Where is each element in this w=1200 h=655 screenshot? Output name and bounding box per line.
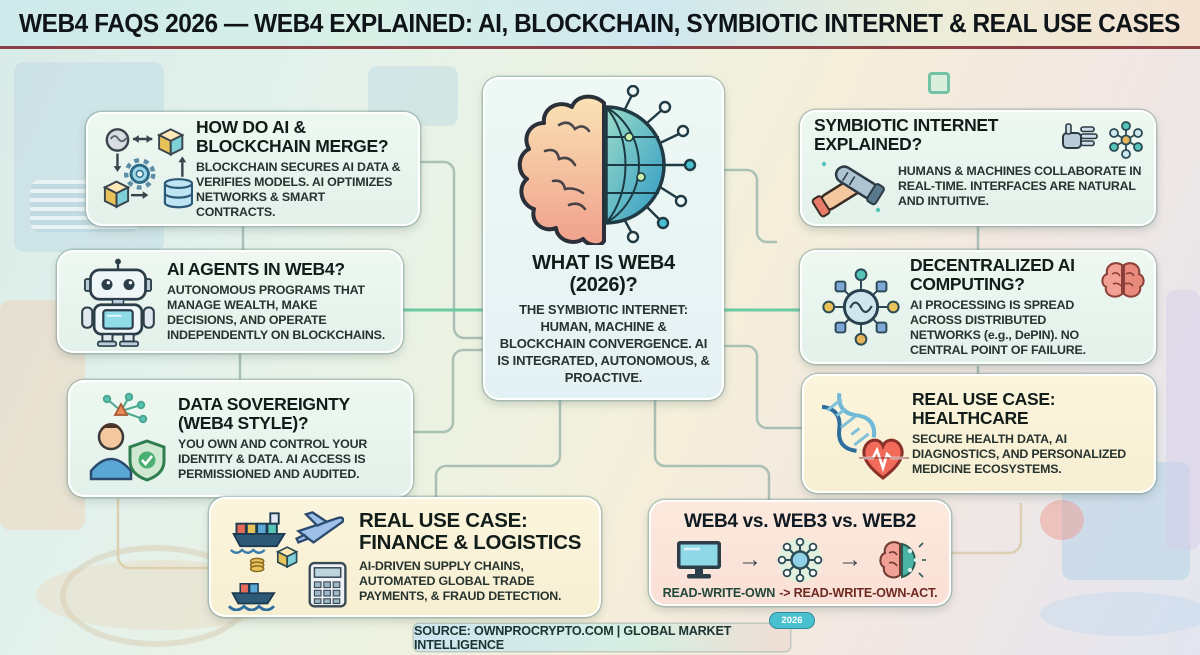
robot-hand-icon	[1062, 123, 1098, 149]
ai-blockchain-merge-icon	[102, 127, 193, 208]
corner-icons	[1060, 120, 1146, 160]
source-bar: SOURCE: OWNPROCRYPTO.COM | GLOBAL MARKET…	[414, 623, 790, 652]
brain-network-icon	[517, 84, 696, 248]
card-data-sovereignty: DATA SOVEREIGNTY (WEB4 STYLE)? YOU OWN A…	[68, 380, 413, 497]
distributed-network-hub-icon	[822, 268, 900, 346]
card-title: REAL USE CASE: FINANCE & LOGISTICS	[359, 508, 582, 555]
card-web4-vs-web3-vs-web2: WEB4 vs. WEB3 vs. WEB2 →	[649, 500, 951, 606]
identity-shield-icon	[89, 392, 166, 482]
page-title: WEB4 FAQS 2026 — WEB4 EXPLAINED: AI, BLO…	[19, 7, 1181, 38]
network-node-icon	[777, 537, 823, 583]
monitor-icon	[677, 540, 721, 579]
card-title: REAL USE CASE: HEALTHCARE	[912, 388, 1056, 428]
card-title: HOW DO AI & BLOCKCHAIN MERGE?	[196, 116, 389, 156]
evolution-row: → →	[657, 537, 943, 583]
card-body: BLOCKCHAIN SECURES AI DATA & VERIFIES MO…	[196, 160, 401, 220]
robot-icon	[81, 258, 155, 347]
card-body: AI-DRIVEN SUPPLY CHAINS, AUTOMATED GLOBA…	[359, 558, 562, 604]
card-ai-agents: AI AGENTS IN WEB4? AUTONOMOUS PROGRAMS T…	[57, 250, 403, 353]
card-title: DECENTRALIZED AI COMPUTING?	[910, 254, 1075, 294]
caption-read-write-own: READ-WRITE-OWN	[662, 585, 776, 600]
card-title: SYMBIOTIC INTERNET EXPLAINED?	[814, 115, 999, 155]
card-title: DATA SOVEREIGNTY (WEB4 STYLE)?	[178, 393, 350, 433]
header-rule	[0, 46, 1200, 49]
header-banner: WEB4 FAQS 2026 — WEB4 EXPLAINED: AI, BLO…	[0, 0, 1200, 49]
center-card-title: WHAT IS WEB4 (2026)?	[532, 252, 675, 296]
card-body: SECURE HEALTH DATA, AI DIAGNOSTICS, AND …	[912, 432, 1127, 477]
center-card-body: THE SYMBIOTIC INTERNET: HUMAN, MACHINE &…	[497, 302, 710, 385]
card-symbiotic-internet: SYMBIOTIC INTERNET EXPLAINED?	[800, 110, 1156, 226]
card-body: AUTONOMOUS PROGRAMS THAT MANAGE WEALTH, …	[167, 282, 385, 343]
dna-heart-icon	[821, 392, 909, 480]
brain-small-icon	[1101, 262, 1145, 298]
card-title: WEB4 vs. WEB3 vs. WEB2	[683, 511, 917, 532]
human-robot-handshake-icon	[811, 161, 885, 218]
card-body: HUMANS & MACHINES COLLABORATE IN REAL-TI…	[898, 164, 1142, 209]
card-ai-blockchain-merge: HOW DO AI & BLOCKCHAIN MERGE? BLOCKCHAIN…	[86, 112, 420, 226]
arrow-right-icon: →	[738, 545, 762, 573]
card-body: AI PROCESSING IS SPREAD ACROSS DISTRIBUT…	[910, 298, 1086, 358]
card-healthcare: REAL USE CASE: HEALTHCARE SECURE HEALTH …	[802, 374, 1156, 493]
card-finance-logistics: REAL USE CASE: FINANCE & LOGISTICS AI-DR…	[209, 497, 601, 617]
card-decentralized-ai: DECENTRALIZED AI COMPUTING? AI PROCESSIN…	[800, 250, 1156, 364]
hybrid-brain-icon	[879, 541, 926, 579]
source-text: SOURCE: OWNPROCRYPTO.COM | GLOBAL MARKET…	[414, 623, 732, 652]
finance-logistics-icon	[227, 511, 347, 611]
evolution-caption: READ-WRITE-OWN-> READ-WRITE-OWN-ACT.	[657, 586, 943, 600]
network-molecule-icon	[1109, 121, 1143, 159]
card-what-is-web4: WHAT IS WEB4 (2026)? THE SYMBIOTIC INTER…	[483, 77, 724, 400]
year-badge: 2026	[769, 612, 815, 629]
arrow-right-icon: →	[838, 545, 862, 573]
card-body: YOU OWN AND CONTROL YOUR IDENTITY & DATA…	[178, 437, 368, 482]
caption-read-write-own-act: -> READ-WRITE-OWN-ACT.	[779, 585, 938, 600]
card-title: AI AGENTS IN WEB4?	[167, 258, 345, 279]
